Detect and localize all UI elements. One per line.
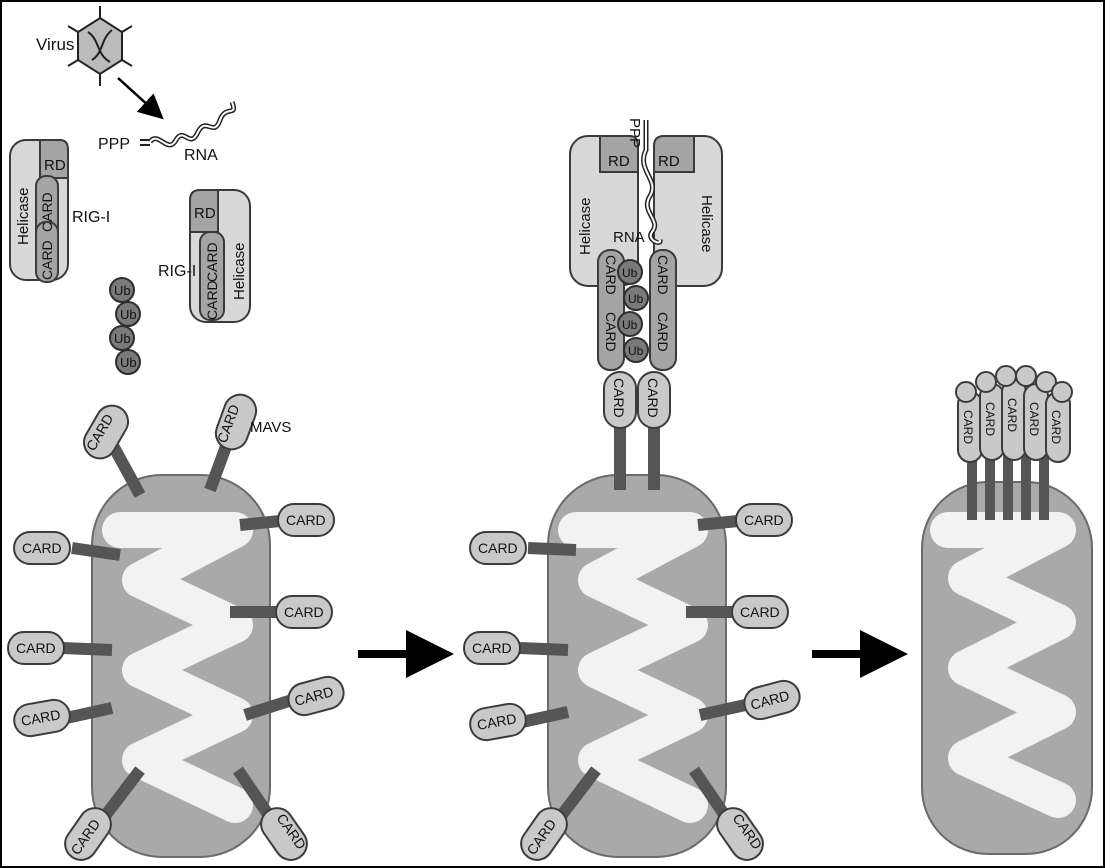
ub-label-4: Ub [120, 355, 137, 370]
card-label-m2-5: CARD [740, 604, 780, 620]
virus-label: Virus [36, 35, 74, 54]
rig-i-label-left: RIG-I [72, 209, 110, 226]
mavs-label: MAVS [250, 419, 291, 436]
helicase-label-left: Helicase [15, 187, 32, 245]
rd-label-right: RD [194, 205, 216, 222]
card-label-m1-3: CARD [286, 512, 326, 528]
card-label-m2-4: CARD [478, 540, 518, 556]
rd-label-dimer-1: RD [608, 153, 630, 170]
ub-label-dimer-4: Ub [628, 344, 644, 358]
card-label-left-2: CARD [39, 240, 55, 280]
ub-label-dimer-3: Ub [622, 318, 638, 332]
rna-label: RNA [184, 147, 218, 164]
card-label-agg-2: CARD [983, 402, 997, 436]
card-label-left-1: CARD [39, 192, 55, 232]
card-label-dimer-1: CARD [603, 255, 619, 295]
card-label-agg-3: CARD [1005, 398, 1019, 432]
virus-particle [68, 6, 132, 86]
card-label-m1-4: CARD [22, 540, 62, 556]
card-label-dimer-4: CARD [655, 312, 671, 352]
card-label-m1-5: CARD [284, 604, 324, 620]
rd-label-left: RD [44, 157, 66, 174]
ub-label-3: Ub [114, 331, 131, 346]
card-label-right-2: CARD [204, 280, 220, 320]
ub-label-dimer-1: Ub [622, 266, 638, 280]
viral-rna [140, 102, 234, 145]
card-label-agg-5: CARD [1049, 410, 1063, 444]
card-label-agg-4: CARD [1027, 402, 1041, 436]
ppp-label-dimer: PPP [626, 118, 643, 148]
mitochondrion-right [922, 482, 1092, 854]
rd-label-dimer-2: RD [658, 153, 680, 170]
card-label-m2-6: CARD [472, 640, 512, 656]
rna-label-dimer: RNA [613, 229, 645, 246]
card-label-m2-1: CARD [611, 378, 627, 418]
card-label-agg-1: CARD [961, 410, 975, 444]
helicase-label-dimer-2: Helicase [698, 195, 715, 253]
card-label-dimer-3: CARD [655, 255, 671, 295]
virus-to-rna-arrow [118, 78, 160, 116]
ppp-label: PPP [98, 136, 130, 153]
rig-i-label-right: RIG-I [158, 263, 196, 280]
ub-label-dimer-2: Ub [628, 292, 644, 306]
helicase-label-right: Helicase [231, 242, 248, 300]
ub-label-2: Ub [120, 307, 137, 322]
card-label-m2-3: CARD [744, 512, 784, 528]
card-label-right-1: CARD [204, 242, 220, 282]
helicase-label-dimer-1: Helicase [577, 197, 594, 255]
card-label-dimer-2: CARD [603, 312, 619, 352]
card-label-m2-2: CARD [645, 378, 661, 418]
ub-label-1: Ub [114, 283, 131, 298]
card-label-m1-6: CARD [16, 640, 56, 656]
